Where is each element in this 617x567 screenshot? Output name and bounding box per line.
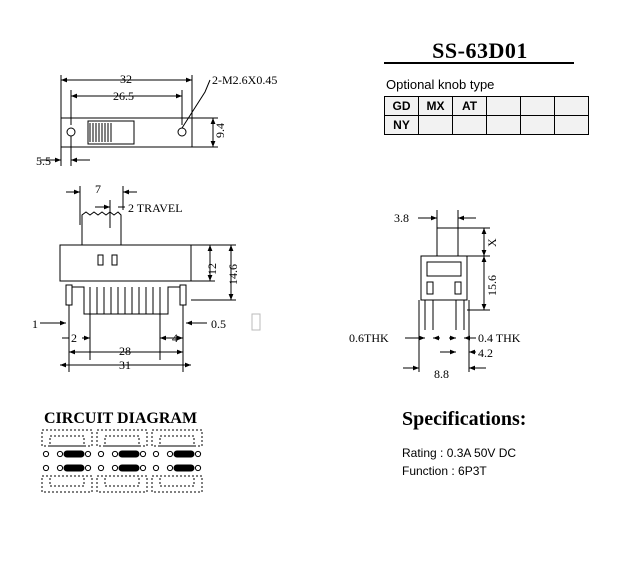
- circuit-contact: [152, 464, 160, 472]
- circuit-link-inner-top: [104, 435, 140, 447]
- circuit-contact: [56, 464, 64, 472]
- knob-cell: [554, 96, 589, 116]
- part-number-title: SS-63D01: [432, 38, 528, 63]
- circuit-link-top: [96, 429, 148, 447]
- side-view: [403, 210, 490, 372]
- circuit-slider: [118, 450, 140, 458]
- dim-31: 31: [119, 358, 131, 372]
- dim-0-5: 0.5: [211, 317, 226, 331]
- dim-5-5: 5.5: [36, 154, 51, 168]
- knob-row-2: NY: [384, 115, 589, 135]
- circuit-contact: [42, 464, 50, 472]
- knob-type-caption: Optional knob type: [386, 77, 495, 92]
- dim-28: 28: [119, 344, 131, 358]
- knob-cell: [452, 115, 487, 135]
- knob-cell: [554, 115, 589, 135]
- circuit-link-top: [151, 429, 203, 447]
- circuit-contact: [97, 464, 105, 472]
- circuit-contact: [111, 464, 119, 472]
- circuit-link-inner-top: [159, 435, 195, 447]
- knob-type-table: GD MX AT NY: [384, 96, 589, 135]
- circuit-contact: [166, 464, 174, 472]
- circuit-link-top: [41, 429, 93, 447]
- spec-function: Function : 6P3T: [402, 464, 487, 478]
- circuit-contact: [56, 450, 64, 458]
- knob-cell: [520, 96, 555, 116]
- dim-9-4: 9.4: [213, 123, 227, 138]
- circuit-contact: [194, 464, 202, 472]
- knob-cell: NY: [384, 115, 419, 135]
- circuit-link-inner-bottom: [104, 475, 140, 487]
- dim-15-6: 15.6: [485, 275, 499, 296]
- circuit-contact: [42, 450, 50, 458]
- dim-3-8: 3.8: [394, 211, 409, 225]
- circuit-slider: [173, 450, 195, 458]
- circuit-link-inner-bottom: [159, 475, 195, 487]
- dim-2: 2: [71, 331, 77, 345]
- circuit-contact: [194, 450, 202, 458]
- circuit-diagram: [41, 429, 203, 493]
- artifact-mark: [251, 313, 261, 331]
- dim-26-5: 26.5: [113, 89, 134, 103]
- circuit-contact: [84, 464, 92, 472]
- title-underline: [384, 62, 574, 64]
- circuit-link-inner-top: [49, 435, 85, 447]
- dim-4: 4: [172, 331, 178, 345]
- specifications-title: Specifications:: [402, 408, 527, 430]
- dim-32: 32: [120, 72, 132, 86]
- circuit-contact: [84, 450, 92, 458]
- circuit-slider: [63, 450, 85, 458]
- circuit-contact: [139, 450, 147, 458]
- knob-cell: [486, 115, 521, 135]
- circuit-contact: [166, 450, 174, 458]
- dim-7: 7: [95, 182, 101, 196]
- knob-row-1: GD MX AT: [384, 96, 589, 116]
- spec-rating: Rating : 0.3A 50V DC: [402, 446, 517, 460]
- top-view: [40, 75, 218, 166]
- circuit-link-inner-bottom: [49, 475, 85, 487]
- dim-0-4-thk: 0.4 THK: [478, 331, 521, 345]
- circuit-diagram-title: CIRCUIT DIAGRAM: [44, 410, 198, 427]
- dim-travel: 2 TRAVEL: [128, 201, 183, 215]
- front-view: [40, 186, 236, 372]
- dim-4-2: 4.2: [478, 346, 493, 360]
- circuit-slider: [63, 464, 85, 472]
- circuit-contact: [97, 450, 105, 458]
- circuit-contact: [139, 464, 147, 472]
- dim-8-8: 8.8: [434, 367, 449, 381]
- dim-1: 1: [32, 317, 38, 331]
- knob-cell: GD: [384, 96, 419, 116]
- dim-12: 12: [205, 263, 219, 275]
- circuit-slider: [173, 464, 195, 472]
- dim-hole-spec: 2-M2.6X0.45: [212, 73, 277, 87]
- dim-0-6-thk: 0.6THK: [349, 331, 389, 345]
- circuit-slider: [118, 464, 140, 472]
- circuit-contact: [152, 450, 160, 458]
- circuit-contact: [111, 450, 119, 458]
- knob-cell: [418, 115, 453, 135]
- dim-x: X: [485, 238, 499, 247]
- dim-14-6: 14.6: [226, 264, 240, 285]
